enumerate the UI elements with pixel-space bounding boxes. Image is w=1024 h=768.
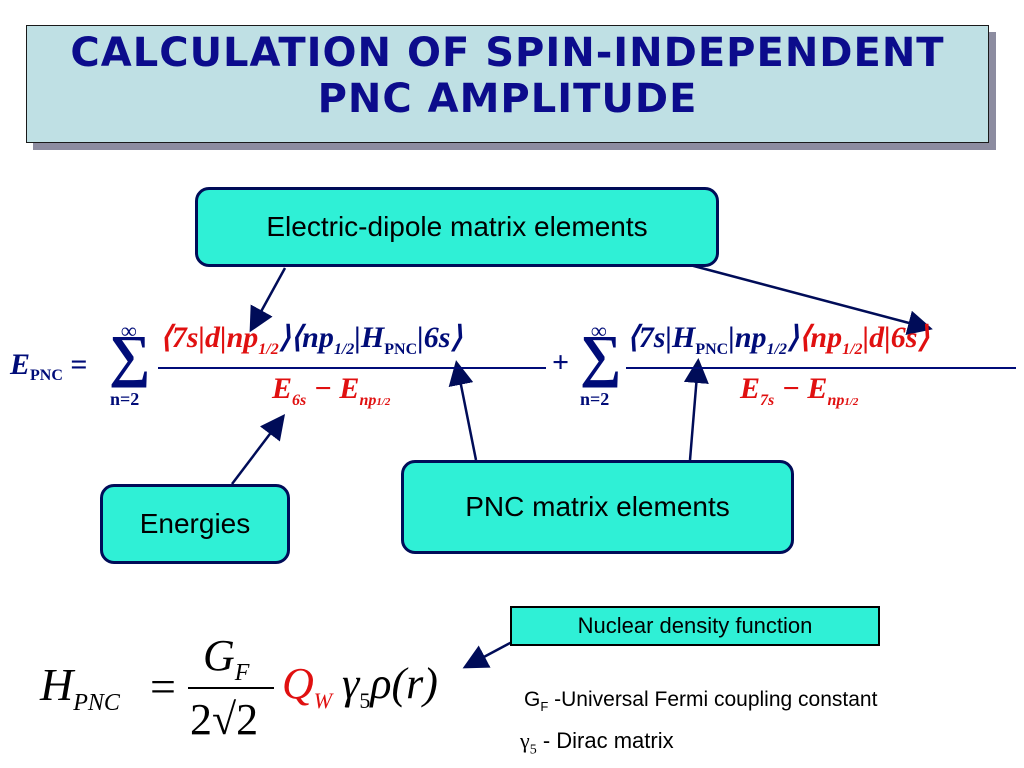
term2-num-red2: |d|6s⟩	[862, 321, 930, 354]
term2-den-sub2b: 1/2	[844, 396, 859, 408]
lhs-equals: =	[70, 348, 88, 381]
gf-main: G	[203, 631, 235, 680]
arrow-pnc-2	[683, 358, 709, 461]
term1-num-blue2: |H	[354, 321, 385, 354]
term1-denominator: E6s − Enp1/2	[272, 372, 390, 410]
term1-num-blue-sub: 1/2	[333, 341, 355, 358]
term1-num-blue: ⟩⟨np	[278, 321, 334, 354]
h-fraction-line	[188, 687, 274, 689]
qw-sub: W	[313, 687, 333, 713]
sum1-lower: n=2	[110, 389, 140, 409]
term2-den-sub1: 7s	[760, 392, 775, 409]
term2-num-red-sub: 1/2	[842, 341, 863, 358]
term2-num-blue2: |np	[728, 321, 767, 354]
fraction-line-1	[158, 367, 546, 369]
legend-gamma: γ5 - Dirac matrix	[520, 728, 674, 758]
term2-num-blue: ⟨7s|H	[627, 321, 696, 354]
sum1-symbol: ∑	[109, 323, 151, 388]
legend-gf-sub: F	[540, 699, 549, 715]
gamma-main: γ	[342, 659, 360, 708]
term1-den-sub2b: 1/2	[376, 396, 391, 408]
sum1-upper: ∞	[121, 318, 137, 343]
term2-num-blue-sub: PNC	[695, 341, 729, 358]
callout-density: Nuclear density function	[510, 606, 880, 646]
term1-den-sub1: 6s	[292, 392, 307, 409]
slide-title: Calculation of spin-independent PNC ampl…	[70, 30, 945, 122]
title-box	[26, 25, 989, 143]
legend-gf-symbol: G	[524, 688, 541, 711]
rho-of-r: ρ(r)	[370, 659, 438, 708]
gamma-rho: γ5ρ(r)	[342, 658, 438, 714]
lhs-main: E	[10, 348, 31, 381]
qw-main: Q	[282, 659, 314, 708]
h-main: H	[40, 659, 74, 710]
term2-den-e: E	[740, 372, 761, 405]
term2-num-blue2-sub: 1/2	[766, 341, 787, 358]
legend-gamma-sub: 5	[529, 742, 537, 758]
h-sub: PNC	[73, 690, 120, 717]
sum2-symbol: ∑	[580, 323, 622, 388]
callout-pnc: PNC matrix elements	[401, 460, 794, 554]
gf-sub: F	[234, 659, 250, 686]
h-symbol: HPNC	[40, 658, 120, 717]
legend-gf-text: -Universal Fermi coupling constant	[548, 688, 878, 711]
arrow-dipole-1	[249, 267, 287, 333]
term1-den-minus: − E	[306, 372, 360, 405]
term1-num-blue2-sub: PNC	[384, 341, 418, 358]
fraction-line-2	[626, 367, 1016, 369]
sum2-lower: n=2	[580, 389, 610, 409]
lhs-sub: PNC	[30, 367, 63, 384]
term2-den-sub2: np	[827, 392, 845, 409]
arrow-pnc-1	[448, 360, 478, 461]
term2-den-minus: − E	[774, 372, 828, 405]
term1-den-sub2: np	[359, 392, 377, 409]
plus-sign: +	[552, 346, 570, 379]
callout-dipole: Electric-dipole matrix elements	[195, 187, 719, 267]
arrow-density	[462, 640, 513, 669]
legend-gamma-text: - Dirac matrix	[536, 728, 674, 753]
term2-num-blue3: ⟩	[786, 321, 799, 354]
gamma-sub: 5	[359, 687, 371, 713]
legend-gamma-symbol: γ	[520, 728, 530, 753]
term1-num-red-sub: 1/2	[258, 341, 279, 358]
arrow-energies	[231, 414, 286, 485]
legend-gf: GF -Universal Fermi coupling constant	[524, 688, 877, 714]
sum2-upper: ∞	[591, 318, 607, 343]
term1-num-red: ⟨7s|d|np	[160, 321, 259, 354]
term1-den-e: E	[272, 372, 293, 405]
term2-denominator: E7s − Enp1/2	[740, 372, 858, 410]
term1-num-blue3: |6s⟩	[417, 321, 463, 354]
h-equals: =	[150, 661, 176, 712]
callout-energies: Energies	[100, 484, 290, 564]
arrow-dipole-2	[689, 263, 933, 335]
term1-numerator: ⟨7s|d|np1/2⟩⟨np1/2|HPNC|6s⟩	[160, 320, 462, 359]
gf-numerator: GF	[203, 630, 249, 687]
equation-lhs: EPNC =	[10, 348, 88, 385]
term2-numerator: ⟨7s|HPNC|np1/2⟩⟨np1/2|d|6s⟩	[627, 320, 929, 359]
h-denominator: 2√2	[190, 695, 259, 744]
qw-symbol: QW	[282, 658, 332, 714]
term2-num-red: ⟨np	[798, 321, 843, 354]
